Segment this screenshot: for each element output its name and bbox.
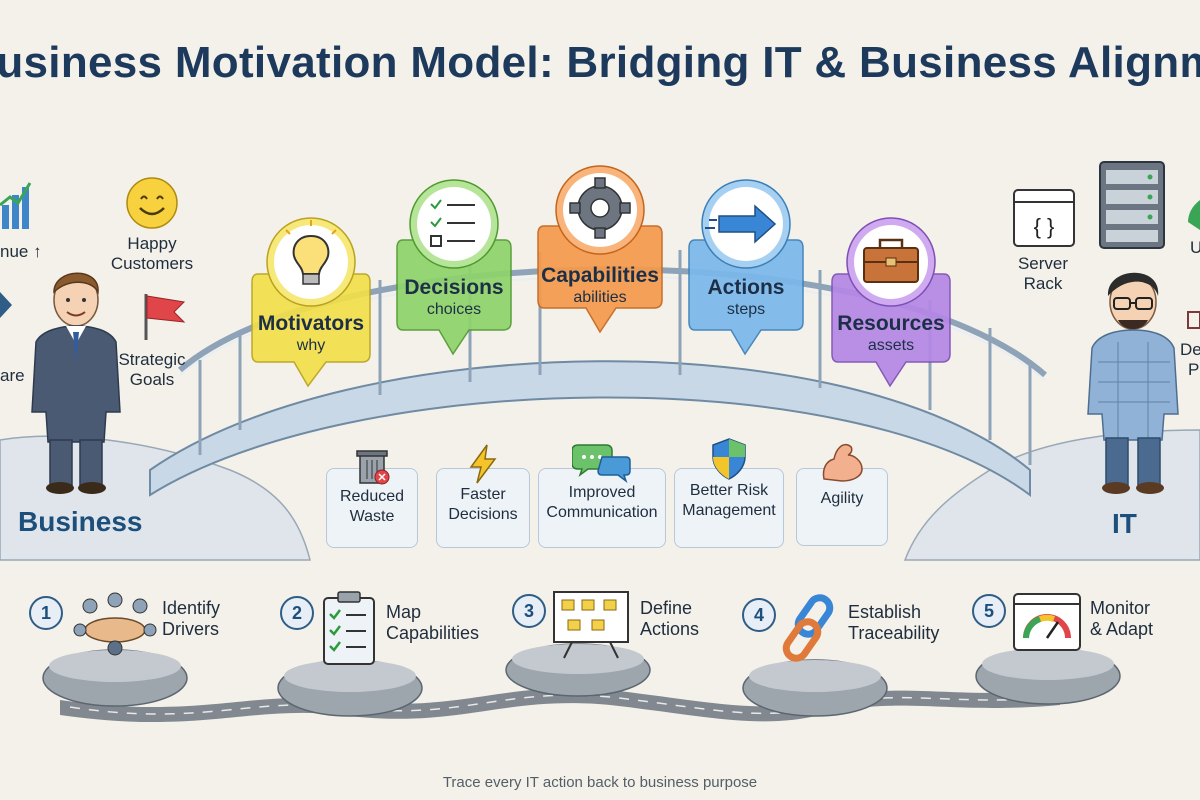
svg-text:{ }: { } <box>1034 214 1055 239</box>
arrow-right-icon <box>705 204 777 244</box>
clipboard-icon <box>323 591 375 665</box>
page-title: usiness Motivation Model: Bridging IT & … <box>0 38 1200 87</box>
it-person-figure <box>1087 272 1179 494</box>
chat-bubbles-icon <box>572 444 631 483</box>
checklist-icon <box>430 199 475 247</box>
bubble-motivators-label: Motivators why <box>257 312 365 354</box>
shield-icon <box>712 438 746 480</box>
happy-customers-label: Happy Customers <box>110 234 194 273</box>
bubble-capabilities-label: Capabilities abilities <box>541 264 659 306</box>
code-window-icon: { } <box>1013 189 1075 247</box>
bubble-resources <box>831 217 951 388</box>
bridge-deck <box>149 360 1031 497</box>
bubble-actions <box>688 179 804 356</box>
bubble-motivators <box>251 217 371 388</box>
lightbulb-icon <box>285 220 337 285</box>
trash-can-icon <box>356 450 390 485</box>
bubble-decisions <box>396 179 512 356</box>
deploy-icon <box>1187 311 1200 329</box>
status-shield-icon <box>1188 200 1200 230</box>
benefit-card-improved-communication: Improved Communication <box>538 444 666 548</box>
benefit-card-better-risk-management: Better Risk Management <box>674 438 784 548</box>
flag-icon <box>144 294 186 340</box>
lightning-icon <box>469 444 497 484</box>
toolbox-icon <box>863 238 919 283</box>
business-title: Business <box>18 506 143 537</box>
it-title: IT <box>1112 508 1137 539</box>
market-share-label: are <box>0 366 25 385</box>
step-5-label: Monitor& Adapt <box>1090 598 1154 639</box>
step-5-number: 5 <box>972 594 1006 628</box>
chain-link-icon <box>782 594 834 662</box>
deploy-label: De P <box>1180 340 1200 379</box>
benefit-card-agility: Agility <box>796 443 888 546</box>
server-rack-icon <box>1099 161 1165 249</box>
benefit-card-reduced-waste: Reduced Waste <box>326 450 418 548</box>
footer-tagline: Trace every IT action back to business p… <box>442 774 758 791</box>
bubble-resources-label: Resources assets <box>837 312 945 354</box>
step-4-number: 4 <box>742 598 776 632</box>
benefit-card-faster-decisions: Faster Decisions <box>436 444 530 548</box>
revenue-label: nue ↑ <box>0 242 42 261</box>
step-3-number: 3 <box>512 594 546 628</box>
bubble-decisions-label: Decisions choices <box>404 276 504 318</box>
step-1-number: 1 <box>29 596 63 630</box>
team-meeting-icon <box>73 592 157 656</box>
strategic-goals-label: Strategic Goals <box>118 350 186 389</box>
dashboard-gauge-icon <box>1013 593 1081 651</box>
flexed-arm-icon <box>822 443 863 482</box>
bubble-capabilities <box>537 165 663 334</box>
gear-icon <box>569 177 631 239</box>
star-icon <box>0 292 12 318</box>
step-2-number: 2 <box>280 596 314 630</box>
businessman-figure <box>31 272 121 494</box>
bubble-actions-label: Actions steps <box>707 276 785 318</box>
whiteboard-icon <box>553 591 629 659</box>
server-rack-label: Server Rack <box>1017 254 1069 293</box>
smiley-icon <box>126 177 178 229</box>
it-cut-label: U <box>1190 238 1200 257</box>
bar-chart-icon <box>0 182 32 229</box>
